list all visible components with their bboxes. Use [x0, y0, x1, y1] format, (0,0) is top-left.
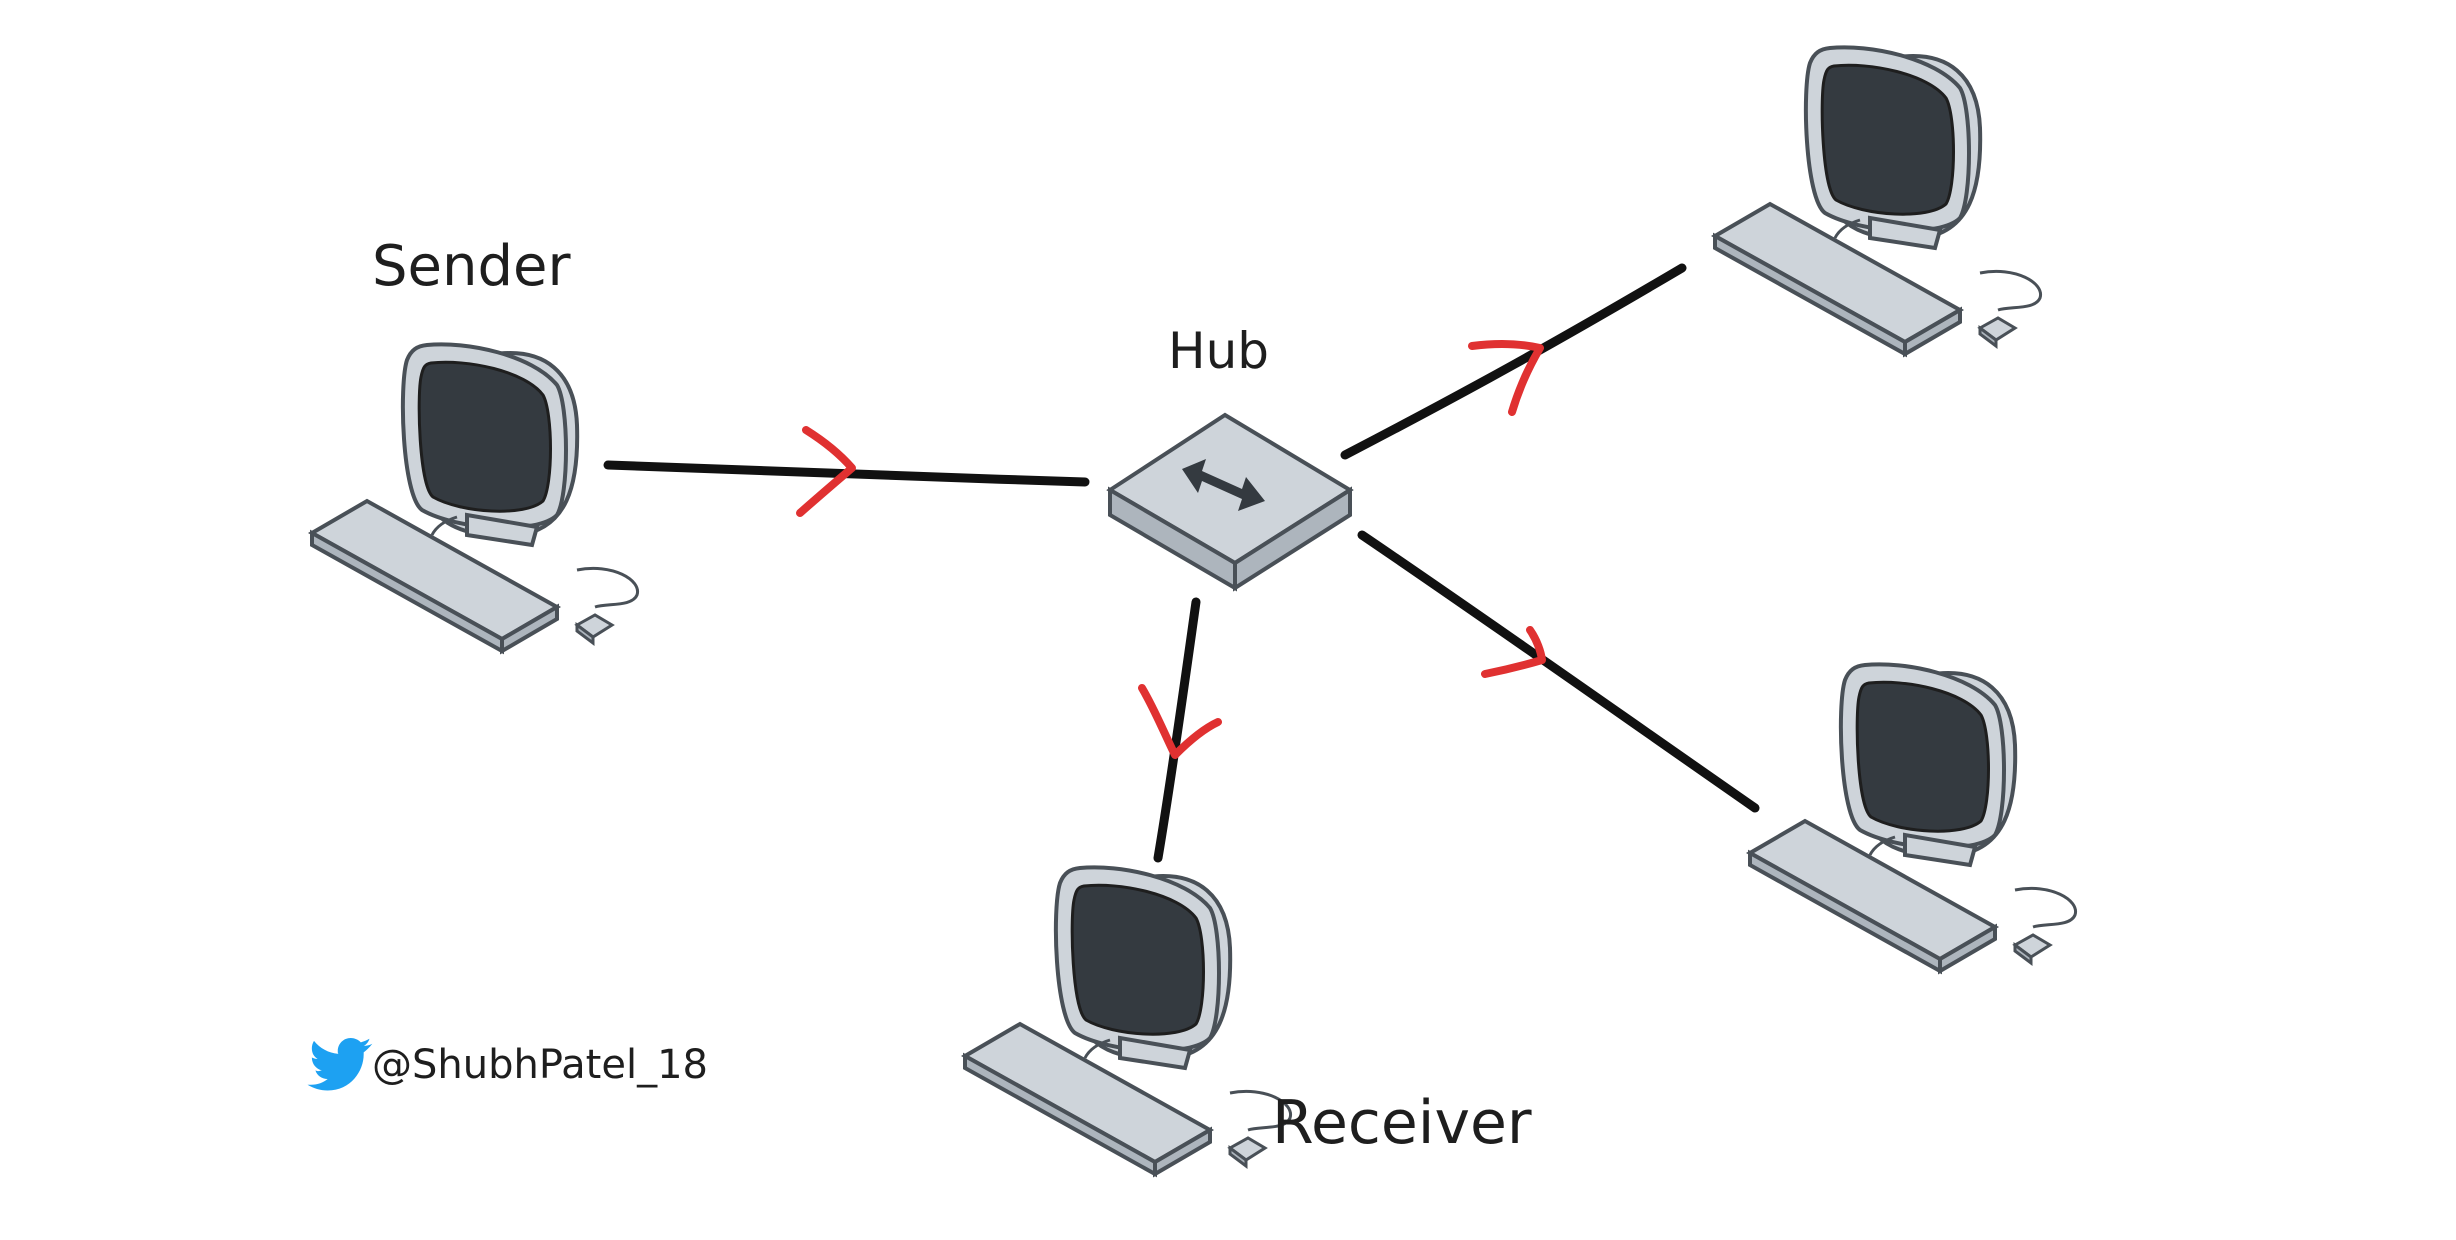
receiver-computer [963, 865, 1293, 1176]
arrow-sender-to-hub [796, 426, 856, 517]
arrow-hub-to-bottom-right [1481, 626, 1546, 678]
twitter-bird-icon [307, 1038, 373, 1091]
twitter-credit: @ShubhPatel_18 [307, 1038, 708, 1091]
sender-computer [310, 342, 640, 653]
link-hub-top-right [1340, 263, 1687, 460]
link-hub-bottom-right [1357, 530, 1760, 813]
hub-device [1106, 412, 1354, 592]
arrow-hub-to-receiver [1138, 684, 1222, 759]
hub-label: Hub [1168, 322, 1269, 380]
twitter-handle: @ShubhPatel_18 [372, 1042, 708, 1088]
bidirectional-arrow-icon [1182, 459, 1265, 511]
bottom-right-computer [1748, 662, 2078, 973]
link-sender-hub [603, 460, 1090, 487]
arrow-hub-to-top-right [1468, 339, 1544, 416]
direction-arrows [796, 339, 1546, 759]
top-right-computer [1713, 45, 2043, 356]
sender-label: Sender [372, 234, 571, 299]
receiver-label: Receiver [1272, 1088, 1532, 1158]
link-hub-receiver [1153, 597, 1201, 863]
